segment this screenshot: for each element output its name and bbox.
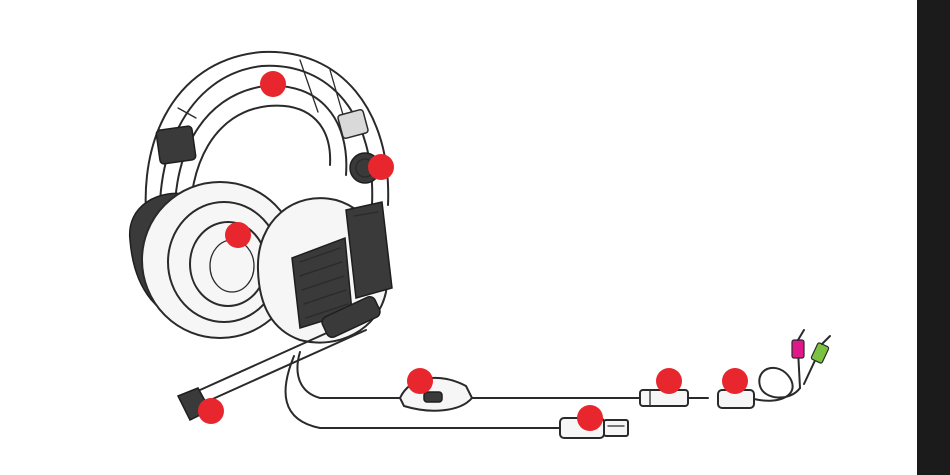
microphone-tip-marker <box>198 398 224 424</box>
volume-knob-marker <box>368 154 394 180</box>
usb-plug-marker <box>577 405 603 431</box>
splitter-adapter-marker <box>722 368 748 394</box>
audio-plug <box>811 342 829 363</box>
audio-jack-marker <box>656 368 682 394</box>
inline-control-marker <box>407 368 433 394</box>
ear-cushion-marker <box>225 222 251 248</box>
headband-marker <box>260 71 286 97</box>
side-bar <box>917 0 950 475</box>
microphone-plug <box>792 340 804 358</box>
